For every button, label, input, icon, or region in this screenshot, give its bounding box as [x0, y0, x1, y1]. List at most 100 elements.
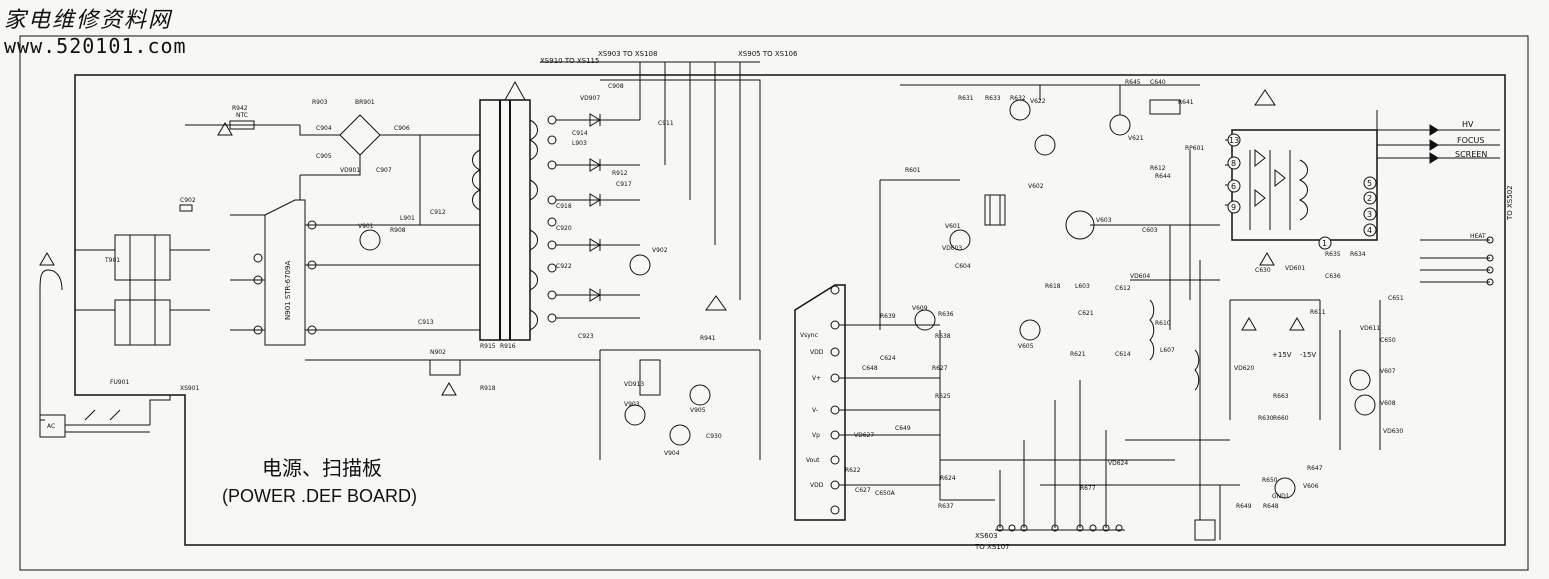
- fbt-pin-label-1: 1: [1322, 239, 1327, 248]
- component-label-l901: L901: [400, 215, 415, 222]
- component-label-r639: R639: [880, 313, 896, 320]
- misc-wire-c: [1125, 150, 1230, 520]
- watermark-site-url: www.520101.com: [4, 34, 187, 58]
- component-label-r908: R908: [390, 227, 406, 234]
- component-label-c923: C923: [578, 333, 594, 340]
- bridge-return: [300, 155, 361, 176]
- component-label-v622: V622: [1030, 98, 1046, 105]
- component-label-r649: R649: [1236, 503, 1252, 510]
- component-label-r627: R627: [932, 365, 948, 372]
- component-label-r918: R918: [480, 385, 496, 392]
- connector-xs603-label: XS603: [975, 532, 998, 540]
- component-label-vd901: VD901: [340, 167, 360, 174]
- upper-bus: [600, 79, 761, 340]
- fbt-output-hv: HV: [1462, 120, 1474, 129]
- fbt-diodes: [1249, 150, 1291, 230]
- diode-vd908: [589, 158, 601, 172]
- field-pin-1: [830, 285, 840, 295]
- mains-loop: [39, 269, 63, 291]
- board-outline: [74, 74, 1506, 546]
- component-label-r621: R621: [1070, 351, 1086, 358]
- transistor-v904: [669, 424, 691, 446]
- warning-triangle-5: [441, 382, 457, 396]
- l605-coil: [1194, 349, 1200, 391]
- l606-coil: [1149, 99, 1181, 115]
- transistor-v901: [359, 229, 381, 251]
- io-label-vplus: V+: [812, 375, 821, 382]
- component-label-ntc: NTC: [236, 112, 248, 119]
- field-wiring: [839, 324, 940, 486]
- component-label-v621: V621: [1128, 135, 1144, 142]
- vpump-wiring: [1339, 300, 1381, 450]
- component-label-v605: V605: [1018, 343, 1034, 350]
- field-pin-5: [830, 405, 840, 415]
- component-label-v603: V603: [1096, 217, 1112, 224]
- diode-vd910: [589, 238, 601, 252]
- watermark-site-name: 家电维修资料网: [4, 8, 173, 33]
- component-label-r601: R601: [905, 167, 921, 174]
- fbt-pin-2: [1363, 191, 1377, 205]
- component-label-c911: C911: [658, 120, 674, 127]
- field-ic-block: [794, 284, 846, 521]
- fbt-pin-label-2: 2: [1367, 194, 1372, 203]
- drive-transformer-t601: [984, 194, 1006, 226]
- mains-wire: [39, 290, 45, 421]
- component-label-vd604: VD604: [1130, 273, 1150, 280]
- ic-pin-5: [253, 275, 263, 285]
- board-title-en: (POWER .DEF BOARD): [222, 486, 418, 506]
- line-filter-t902: [114, 299, 171, 346]
- io-label-vsync: Vsync: [800, 332, 818, 339]
- component-label-c906: C906: [394, 125, 410, 132]
- fbt-secondary: [1298, 159, 1308, 221]
- sec-pin-4: [547, 195, 557, 205]
- secondary-windings: [528, 119, 538, 331]
- field-pin-6: [830, 430, 840, 440]
- component-label-r916: R916: [500, 343, 516, 350]
- component-label-r636: R636: [938, 311, 954, 318]
- connector-xs502-label: TO XS502: [1506, 185, 1514, 221]
- component-label-l607: L607: [1160, 347, 1175, 354]
- focus-arrow: [1429, 139, 1439, 151]
- component-label-c904: C904: [316, 125, 332, 132]
- hout-wiring: [1090, 224, 1220, 330]
- component-label-c636: C636: [1325, 273, 1341, 280]
- warning-triangle-8: [1241, 317, 1257, 331]
- component-label-r635: R635: [1325, 251, 1341, 258]
- opto-n902: [429, 359, 461, 376]
- component-label-c604: C604: [955, 263, 971, 270]
- component-label-r612: R612: [1150, 165, 1166, 172]
- top-connector-bus: [540, 61, 760, 300]
- component-label-v607: V607: [1380, 368, 1396, 375]
- fbt-pin-label-5: 5: [1367, 179, 1372, 188]
- sec-pin-8: [547, 290, 557, 300]
- ac-lines: [65, 395, 171, 433]
- component-label-vd611: VD611: [1360, 325, 1380, 332]
- component-label-r647: R647: [1307, 465, 1323, 472]
- connector-xs107-label: TO XS107: [974, 543, 1010, 551]
- xs502-pin-3: [1486, 266, 1494, 274]
- ic-n901-label: N901 STR-6709A: [284, 261, 292, 320]
- component-label-c918: C918: [556, 203, 572, 210]
- component-label-vd603: VD603: [942, 245, 962, 252]
- warning-triangle-4: [705, 295, 727, 311]
- component-label-r915: R915: [480, 343, 496, 350]
- supply-minus15: -15V: [1300, 351, 1316, 359]
- component-label-vd913: VD913: [624, 381, 644, 388]
- component-label-r632: R632: [1010, 95, 1026, 102]
- component-label-c914: C914: [572, 130, 588, 137]
- component-label-r903: R903: [312, 99, 328, 106]
- transistor-v622: [1009, 99, 1031, 121]
- transistor-v609: [914, 309, 936, 331]
- transistor-v607: [1349, 369, 1371, 391]
- component-label-fu901: FU901: [110, 379, 129, 386]
- component-label-vd624: VD624: [1108, 460, 1128, 467]
- fbt-pin-label-4: 4: [1367, 226, 1372, 235]
- component-label-r663: R663: [1273, 393, 1289, 400]
- component-label-c624: C624: [880, 355, 896, 362]
- xs603-pin-6: [1089, 524, 1097, 532]
- component-label-vd601: VD601: [1285, 265, 1305, 272]
- filter-leads: [75, 249, 210, 311]
- component-label-r633: R633: [985, 95, 1001, 102]
- field-pin-3: [830, 347, 840, 357]
